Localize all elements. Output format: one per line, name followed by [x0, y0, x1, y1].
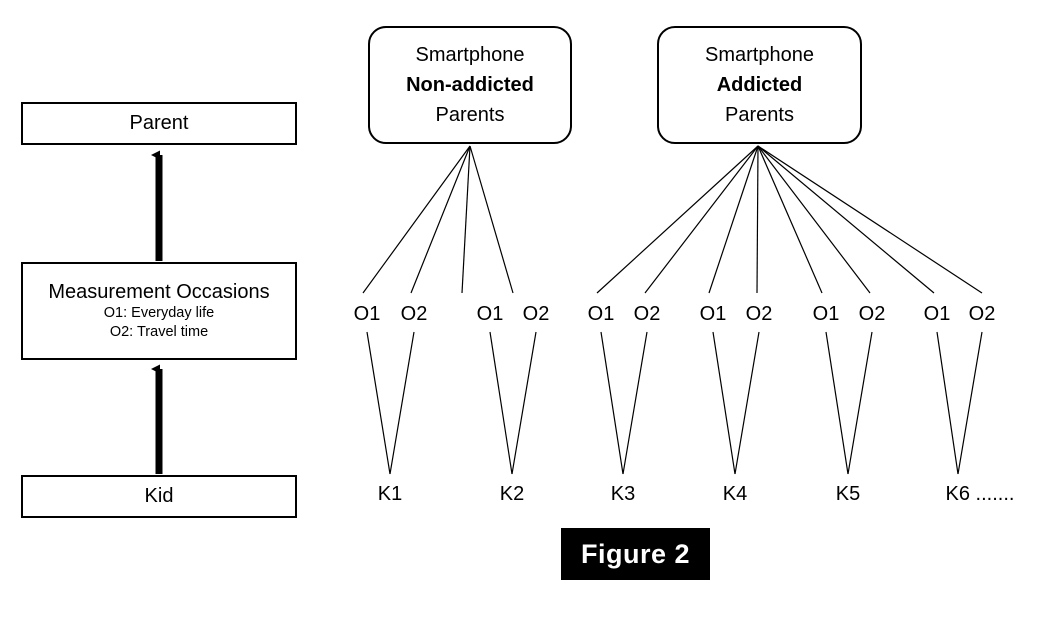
legend-kid-title: Kid [144, 485, 174, 507]
kid-label-k3: K3 [610, 483, 636, 505]
occasion-label-4: O2 [522, 303, 550, 325]
group-addicted-line-3: Parents [725, 104, 794, 126]
occasion-label-6: O2 [633, 303, 661, 325]
occasion-label-2: O2 [400, 303, 428, 325]
group-node-nonaddicted: Smartphone Non-addicted Parents [368, 26, 572, 144]
kid-label-k6: K6 ....... [945, 483, 1015, 505]
occasion-label-1: O1 [353, 303, 381, 325]
occasion-label-7: O1 [699, 303, 727, 325]
occasion-label-9: O1 [812, 303, 840, 325]
group-nonaddicted-line-3: Parents [435, 104, 505, 126]
legend-box-measurement-occasions: Measurement Occasions O1: Everyday life … [21, 262, 297, 360]
legend-box-parent: Parent [21, 102, 297, 145]
legend-measurement-title: Measurement Occasions [48, 280, 270, 303]
occasion-label-11: O1 [923, 303, 951, 325]
occasion-label-3: O1 [476, 303, 504, 325]
kid-label-k4: K4 [722, 483, 748, 505]
group-addicted-line-1: Smartphone [705, 44, 814, 66]
edges-addicted-to-occasions [596, 145, 983, 294]
edges-occasions-to-kids [366, 331, 983, 475]
legend-parent-title: Parent [129, 112, 189, 134]
occasion-label-12: O2 [968, 303, 996, 325]
legend-box-kid: Kid [21, 475, 297, 518]
occasion-label-10: O2 [858, 303, 886, 325]
figure-caption: Figure 2 [561, 528, 710, 580]
legend-measurement-line-o1: O1: Everyday life [103, 304, 215, 321]
kid-label-k2: K2 [499, 483, 525, 505]
group-node-addicted: Smartphone Addicted Parents [657, 26, 862, 144]
group-nonaddicted-line-1: Smartphone [415, 44, 525, 66]
group-nonaddicted-line-2: Non-addicted [406, 74, 534, 96]
occasion-label-5: O1 [587, 303, 615, 325]
kid-label-k5: K5 [835, 483, 861, 505]
edges-nonaddicted-to-occasions [362, 145, 514, 294]
kid-label-k1: K1 [377, 483, 403, 505]
legend-measurement-line-o2: O2: Travel time [109, 323, 209, 340]
group-addicted-line-2: Addicted [716, 74, 803, 96]
occasion-label-8: O2 [745, 303, 773, 325]
